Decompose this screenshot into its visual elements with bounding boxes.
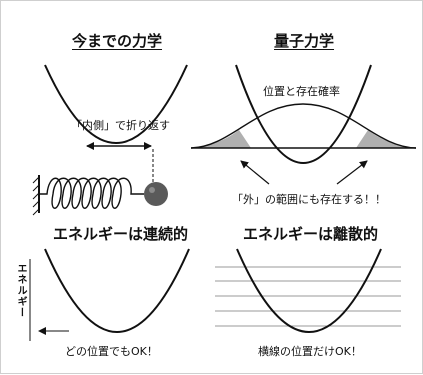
continuous-caption: どの位置でもOK！ <box>65 345 158 358</box>
tunneling-left-shade <box>191 130 251 148</box>
probability-density-curve <box>190 103 417 149</box>
energy-axis-label: エネルギー <box>15 263 26 318</box>
probability-label: 位置と存在確率 <box>263 85 340 98</box>
spring-wall-hatching <box>32 176 40 216</box>
discrete-potential-curve <box>236 248 382 333</box>
tunneling-right-shade <box>356 130 416 148</box>
discrete-caption: 横線の位置だけOK！ <box>258 345 362 358</box>
classical-title: 今までの力学 <box>72 32 163 50</box>
outside-label: 「外」の範囲にも存在する！！ <box>232 193 386 206</box>
continuous-potential-curve <box>44 248 190 333</box>
spring-coil <box>39 177 144 209</box>
oscillator-ball-highlight <box>149 187 155 193</box>
discrete-title: エネルギーは離散的 <box>243 225 379 243</box>
quantum-title: 量子力学 <box>274 32 335 50</box>
turnaround-label: 「内側」で折り返す <box>71 119 170 132</box>
outside-arrow-left <box>240 160 270 185</box>
discrete-energy-levels <box>215 266 401 327</box>
quantum-potential-curve <box>235 64 372 164</box>
outside-arrow-right <box>336 160 368 185</box>
oscillator-ball <box>144 182 168 206</box>
continuous-title: エネルギーは連続的 <box>53 225 189 243</box>
